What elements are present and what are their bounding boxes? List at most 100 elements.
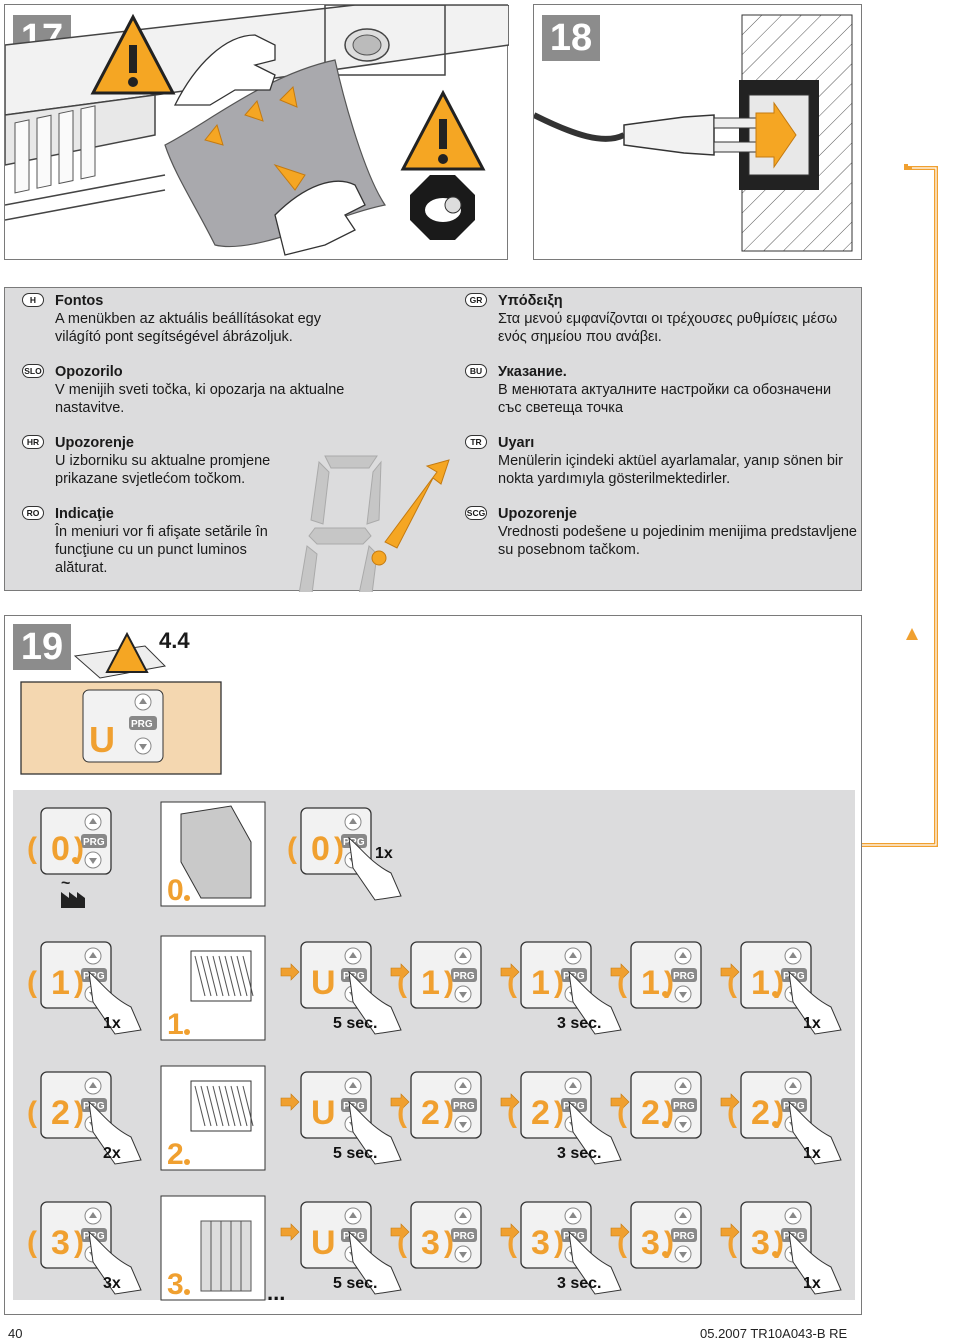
- segment-digit: 3: [167, 1268, 184, 1301]
- prg-label: PRG: [453, 971, 475, 982]
- segment-digit: 1: [167, 1008, 184, 1041]
- arrow-icon: [500, 1093, 520, 1111]
- language-badge: SCG: [465, 506, 487, 520]
- up-arrow-icon: [84, 1207, 102, 1225]
- plug-illustration: [534, 14, 853, 252]
- arrow-icon: [390, 1093, 410, 1111]
- note-body: Στα μενού εμφανίζονται οι τρέχουσες ρυθμ…: [498, 311, 838, 345]
- segment-digit: 2: [51, 1094, 70, 1132]
- warning-triangle-icon: [90, 13, 176, 95]
- note-title: Upozorenje: [55, 435, 134, 451]
- hand-icon: [88, 1230, 142, 1295]
- prg-button: [451, 1228, 477, 1242]
- tilde-mark: ~: [61, 875, 70, 892]
- segment-digit: 1: [531, 964, 550, 1002]
- hand-icon: [568, 1100, 622, 1165]
- decimal-dot: [772, 1251, 778, 1257]
- segment-digit: 3: [51, 1224, 70, 1262]
- segment-digit: 2: [421, 1094, 440, 1132]
- blink-mark: (: [27, 1096, 37, 1129]
- timing-label: 5 sec.: [333, 1015, 377, 1032]
- up-arrow-icon: [84, 813, 102, 831]
- segment-digit: 1: [641, 964, 660, 1002]
- arrow-icon: [390, 1223, 410, 1241]
- blink-mark: (: [617, 966, 627, 999]
- document-code: 05.2007 TR10A043-B RE: [700, 1326, 848, 1341]
- arrow-icon: [390, 963, 410, 981]
- prg-label: PRG: [131, 719, 153, 730]
- timing-label: 1x: [803, 1275, 821, 1292]
- arrow-icon: [720, 963, 740, 981]
- up-arrow-icon: [134, 693, 152, 711]
- up-arrow-icon: [784, 1207, 802, 1225]
- prg-button: [341, 1098, 367, 1112]
- blink-mark: (: [507, 1226, 517, 1259]
- decimal-dot: [184, 1029, 190, 1035]
- panel-step-19: 19 4.4 PRGUPRG0()0PRG0()1x~PRG1()1x1PRGU…: [4, 615, 862, 1315]
- segment-digit: 2: [167, 1138, 184, 1171]
- blink-mark: ): [554, 1096, 564, 1129]
- hand-icon: [88, 1100, 142, 1165]
- blink-mark: ): [74, 1096, 84, 1129]
- up-arrow-icon: [564, 1207, 582, 1225]
- blink-mark: ): [334, 832, 344, 865]
- press-count-label: 1x: [375, 845, 393, 862]
- segment-display-illustration: [298, 455, 450, 592]
- decimal-dot: [662, 1251, 668, 1257]
- hand-icon: [348, 1230, 402, 1295]
- note-body: U izborniku su aktualne promjene prikaza…: [55, 453, 271, 487]
- arrow-icon: [610, 963, 630, 981]
- blink-mark: ): [774, 1096, 784, 1129]
- segment-digit: 2: [641, 1094, 660, 1132]
- blink-mark: ): [664, 966, 674, 999]
- decimal-dot: [662, 991, 668, 997]
- up-arrow-icon: [674, 1077, 692, 1095]
- note-tr: TR Uyarı Menülerin içindeki aktüel ayarl…: [465, 434, 858, 488]
- up-arrow-icon: [344, 1077, 362, 1095]
- arrow-icon: [280, 1223, 300, 1241]
- segment-digit: 2: [531, 1094, 550, 1132]
- timing-label: 3 sec.: [557, 1145, 601, 1162]
- up-arrow-icon: [454, 1077, 472, 1095]
- language-badge: HR: [22, 435, 44, 449]
- blink-mark: (: [507, 1096, 517, 1129]
- blink-mark: ): [74, 1226, 84, 1259]
- note-body: A menükben az aktuális beállításokat egy…: [55, 311, 321, 345]
- blink-mark: ): [74, 966, 84, 999]
- blink-mark: (: [27, 1226, 37, 1259]
- segment-digit: 0: [51, 830, 70, 868]
- prg-button: [671, 968, 697, 982]
- blink-mark: ): [74, 832, 84, 865]
- decimal-dot: [72, 857, 78, 863]
- prg-button: [81, 968, 107, 982]
- decimal-dot: [184, 895, 190, 901]
- arrow-icon: [280, 1093, 300, 1111]
- language-badge: GR: [465, 293, 487, 307]
- down-arrow-icon: [84, 851, 102, 869]
- note-slo: SLO Opozorilo V menijih sveti točka, ki …: [22, 363, 355, 417]
- blink-mark: (: [27, 966, 37, 999]
- segment-digit: 1: [51, 964, 70, 1002]
- blink-mark: (: [617, 1226, 627, 1259]
- timing-label: 3 sec.: [557, 1015, 601, 1032]
- decimal-dot: [184, 1159, 190, 1165]
- blink-mark: ): [664, 1096, 674, 1129]
- ellipsis-mark: ...: [267, 1280, 285, 1305]
- hand-icon: [788, 1100, 842, 1165]
- section-reference: 4.4: [159, 628, 190, 653]
- note-title: Указание.: [498, 364, 567, 380]
- hand-icon: [88, 970, 142, 1035]
- segment-digit: 3: [421, 1224, 440, 1262]
- up-arrow-icon: [454, 947, 472, 965]
- note-title: Fontos: [55, 293, 104, 309]
- panel-step-17: 17: [4, 4, 509, 260]
- note-ro: RO Indicaţie În meniuri vor fi afişate s…: [22, 505, 285, 577]
